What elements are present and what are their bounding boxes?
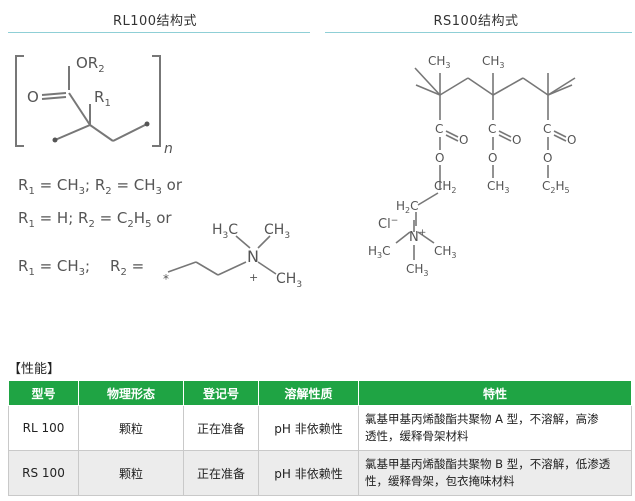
table-row: RL 100 颗粒 正在准备 pH 非依赖性 氯基甲基丙烯酸酯共聚物 A 型，不… xyxy=(8,405,632,451)
feature-line-2: 透性，缓释骨架材料 xyxy=(365,429,469,443)
header-registration: 登记号 xyxy=(183,380,259,406)
or2-label: OR2 xyxy=(76,54,105,75)
bond-backbone-mid xyxy=(89,124,114,142)
r1-label: R1 xyxy=(94,88,111,109)
rs-carbonyl-c-1: C xyxy=(435,122,443,136)
wildcard-star: * xyxy=(163,272,169,286)
cell-features: 氯基甲基丙烯酸酯共聚物 A 型，不溶解，高渗 透性，缓释骨架材料 xyxy=(358,405,632,451)
rs100-bonds xyxy=(395,67,576,260)
rs-ch3-top-1: CH3 xyxy=(428,54,451,70)
rs-carbonyl-o-2: O xyxy=(512,133,521,147)
table-row: RS 100 颗粒 正在准备 pH 非依赖性 氯基甲基丙烯酸酯共聚物 B 型，不… xyxy=(8,450,632,496)
repeat-n-label: n xyxy=(164,141,173,157)
rs-ester-o-1: O xyxy=(435,151,444,165)
rs-ch3-right-label: CH3 xyxy=(434,244,457,260)
attachment-dot-left xyxy=(52,137,58,143)
header-solubility: 溶解性质 xyxy=(258,380,359,406)
rs100-structure-title: RS100结构式 xyxy=(433,14,519,29)
rs-n-label: N+ xyxy=(409,228,426,245)
rs-chloride-label: Cl− xyxy=(378,216,398,232)
cell-features: 氯基甲基丙烯酸酯共聚物 B 型，不溶解，低渗透 性，缓释骨架，包衣掩味材料 xyxy=(358,450,632,496)
cell-form: 颗粒 xyxy=(78,450,184,496)
definition-line-2: R1 = H; R2 = C2H5 or xyxy=(18,209,172,230)
bond-c-double-o-2 xyxy=(41,96,67,100)
rl100-structure-title: RL100结构式 xyxy=(112,14,198,29)
rs-ch3-bottom-label: CH3 xyxy=(406,262,429,278)
feature-line-1: 氯基甲基丙烯酸酯共聚物 A 型，不溶解，高渗 xyxy=(365,412,599,426)
amine-n-label: N xyxy=(247,247,259,266)
rs-carbonyl-o-1: O xyxy=(459,133,468,147)
attachment-dot-right xyxy=(144,121,150,127)
definition-line-3: R1 = CH3; xyxy=(18,257,90,278)
cell-solubility: pH 非依赖性 xyxy=(258,405,359,451)
ch3-top-label: CH3 xyxy=(264,222,290,241)
cell-model: RS 100 xyxy=(8,450,79,496)
cell-solubility: pH 非依赖性 xyxy=(258,450,359,496)
rs-ch3-top-2: CH3 xyxy=(482,54,505,70)
r2-equals-label: R2 = xyxy=(110,257,144,278)
ch3-bottom-label: CH3 xyxy=(276,271,302,290)
rs-carbonyl-o-3: O xyxy=(567,133,576,147)
feature-line-2: 性，缓释骨架，包衣掩味材料 xyxy=(365,474,515,488)
header-physical-form: 物理形态 xyxy=(78,380,184,406)
right-bracket xyxy=(152,55,161,147)
bond-carbonyl-to-backbone xyxy=(68,92,91,126)
definition-line-1: R1 = CH3; R2 = CH3 or xyxy=(18,176,183,197)
feature-line-1: 氯基甲基丙烯酸酯共聚物 B 型，不溶解，低渗透 xyxy=(365,457,611,471)
properties-header-row: 型号 物理形态 登记号 溶解性质 特性 xyxy=(8,380,632,406)
cell-model: RL 100 xyxy=(8,405,79,451)
h3c-label: H3C xyxy=(212,222,238,241)
cell-registration: 正在准备 xyxy=(183,405,259,451)
rs-carbonyl-c-3: C xyxy=(543,122,551,136)
rs-ch3-mid-label: CH3 xyxy=(487,179,510,195)
cell-form: 颗粒 xyxy=(78,405,184,451)
header-features: 特性 xyxy=(358,380,632,406)
rl100-structure-diagram: OR2 O R1 n R1 = CH3; R2 = CH3 or R1 = H;… xyxy=(15,54,302,290)
rl100-bracket-lines xyxy=(15,55,161,147)
bond-c-double-o xyxy=(41,92,67,96)
cell-registration: 正在准备 xyxy=(183,450,259,496)
bond-backbone-left xyxy=(54,124,91,141)
rs-c2h5-label: C2H5 xyxy=(542,179,570,195)
amine-chain-bonds xyxy=(167,235,277,276)
rl100-title-rule xyxy=(8,32,310,33)
amine-plus-label: + xyxy=(249,271,258,284)
bond-backbone-right xyxy=(112,123,148,142)
rs-carbonyl-c-2: C xyxy=(488,122,496,136)
left-bracket xyxy=(15,55,24,147)
properties-section-label: 【性能】 xyxy=(8,362,61,377)
rs-h3c-left-label: H3C xyxy=(368,244,391,260)
rs-ch2-label: CH2 xyxy=(434,179,457,195)
carbonyl-o-label: O xyxy=(27,88,39,106)
rs-h2c-label: H2C xyxy=(396,199,419,215)
header-model: 型号 xyxy=(8,380,79,406)
rs-ester-o-3: O xyxy=(543,151,552,165)
rs-ester-o-2: O xyxy=(488,151,497,165)
properties-table: 型号 物理形态 登记号 溶解性质 特性 RL 100 颗粒 正在准备 pH 非依… xyxy=(8,380,632,496)
rs100-structure-diagram: CH3 CH3 C O O C O O C O O CH2 CH3 C2H5 H… xyxy=(368,54,576,278)
rs100-title-rule xyxy=(325,32,632,33)
